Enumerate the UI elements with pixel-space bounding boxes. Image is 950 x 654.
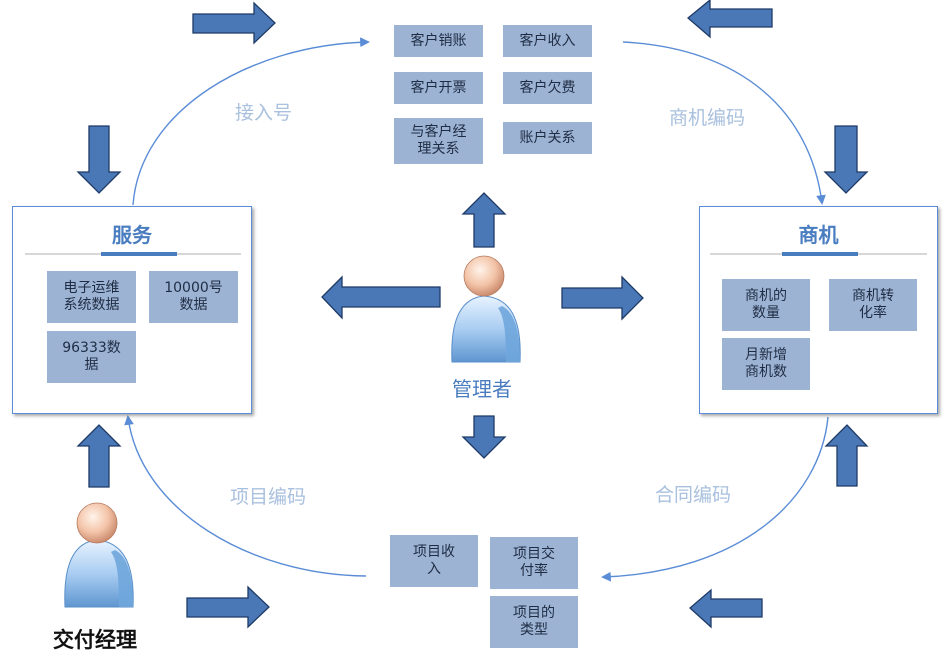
manager-label: 管理者 [452, 377, 512, 401]
arrow-right-top-left-icon [192, 1, 276, 45]
arrow-up-left-icon [76, 424, 122, 488]
box-eom-data: 电子运维 系统数据 [47, 271, 136, 323]
box-project-type: 项目的 类型 [490, 596, 578, 648]
curve-access-number [132, 37, 370, 206]
curve-opportunity-code [622, 41, 826, 205]
service-divider-accent [101, 252, 177, 256]
box-project-income: 项目收 入 [390, 535, 478, 587]
arrow-right-center-icon [561, 275, 644, 321]
box-account-relation: 账户关系 [503, 122, 592, 154]
delivery-manager-label: 交付经理 [53, 628, 137, 652]
label-contract-code: 合同编码 [655, 484, 732, 506]
box-opportunity-count: 商机的 数量 [722, 279, 810, 331]
box-96333-data: 96333数 据 [47, 331, 136, 383]
arrow-left-center-icon [321, 275, 441, 320]
box-customer-arrears: 客户欠费 [503, 72, 592, 104]
arrow-right-bottom-left-icon [186, 585, 270, 629]
box-account-manager-relation: 与客户经 理关系 [394, 118, 483, 164]
arrow-left-bottom-right-icon [689, 588, 763, 629]
label-access-number: 接入号 [235, 102, 293, 124]
opportunity-panel: 商机 商机的 数量 商机转 化率 月新增 商机数 [699, 206, 938, 414]
arrow-up-right-icon [824, 424, 869, 487]
delivery-manager-person-icon [64, 502, 134, 608]
arrow-up-center-icon [461, 192, 507, 248]
box-customer-income: 客户收入 [503, 25, 592, 57]
box-monthly-new-opportunity: 月新增 商机数 [722, 338, 810, 390]
box-project-delivery-rate: 项目交 付率 [490, 537, 578, 589]
arrow-down-left-icon [76, 125, 122, 194]
opportunity-divider-accent [782, 252, 858, 256]
label-opportunity-code: 商机编码 [669, 107, 746, 129]
box-10000-data: 10000号 数据 [149, 271, 238, 323]
box-customer-writeoff: 客户销账 [394, 25, 483, 57]
box-opportunity-conversion: 商机转 化率 [829, 279, 917, 331]
box-customer-invoice: 客户开票 [394, 72, 483, 104]
arrow-down-right-icon [823, 125, 869, 194]
arrow-down-center-icon [461, 415, 507, 459]
service-title: 服务 [112, 223, 152, 247]
curve-contract-code [601, 416, 829, 582]
label-project-code: 项目编码 [230, 486, 307, 508]
curve-project-code [124, 415, 367, 577]
manager-person-icon [451, 255, 521, 363]
service-panel: 服务 电子运维 系统数据 10000号 数据 96333数 据 [12, 206, 252, 414]
opportunity-title: 商机 [798, 223, 839, 247]
arrow-left-top-right-icon [686, 0, 773, 39]
